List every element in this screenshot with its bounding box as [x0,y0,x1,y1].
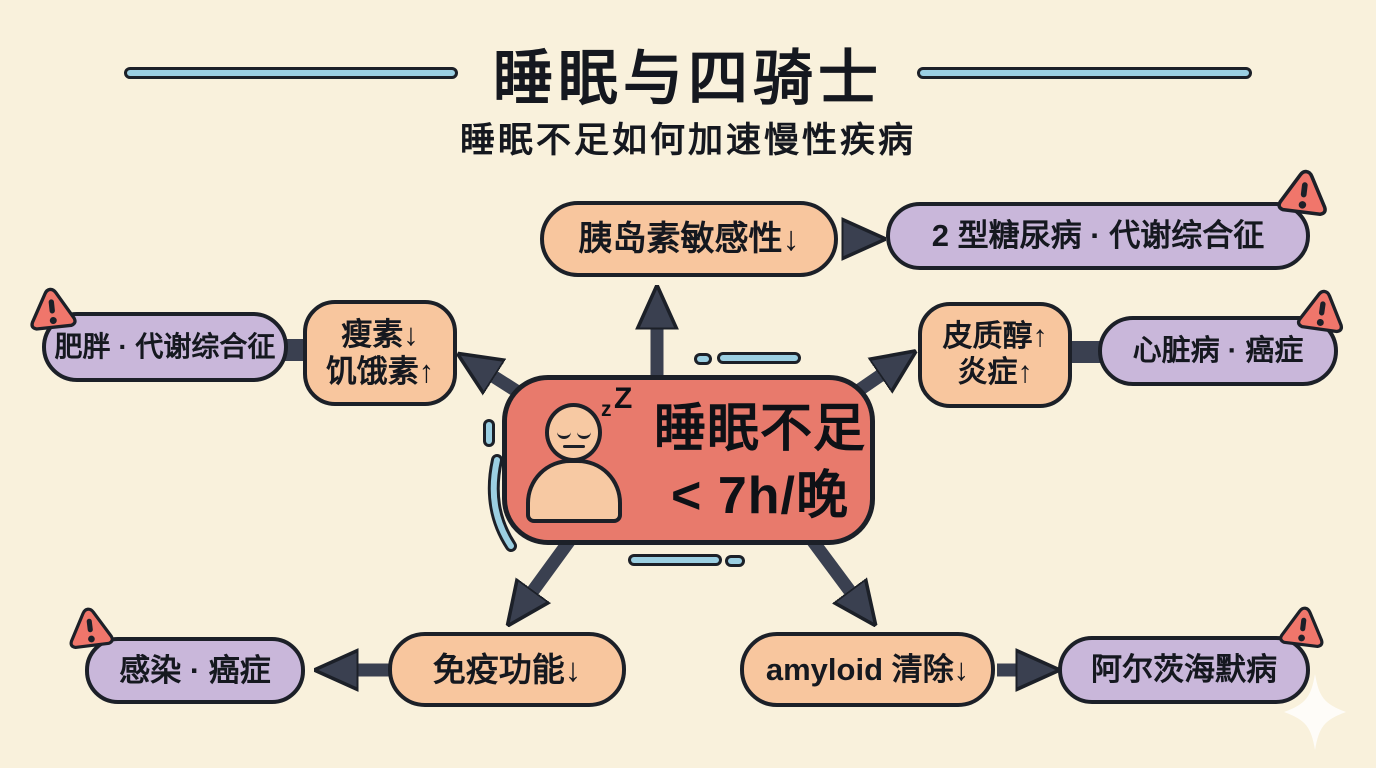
mechanism-node-insulin: 胰岛素敏感性↓ [540,201,838,277]
mechanism-label-line1: 瘦素↓ [341,316,419,352]
mechanism-label-line2: 饥饿素↑ [325,354,435,389]
mechanism-label-line1: 皮质醇↑ [942,320,1048,353]
disease-label: 心脏病 · 癌症 [1132,334,1304,367]
disease-node-alzheimer: 阿尔茨海默病 [1058,636,1310,704]
mouth-icon [563,445,585,448]
arrow-lower-right-icon [806,536,864,610]
disease-label: 阿尔茨海默病 [1091,652,1277,688]
disease-node-heart: 心脏病 · 癌症 [1098,316,1338,386]
arrow-lower-left-icon [519,536,576,610]
disease-label: 肥胖 · 代谢综合征 [54,331,276,363]
disease-node-obesity: 肥胖 · 代谢综合征 [42,312,288,382]
mechanism-node-amyloid: amyloid 清除↓ [740,632,995,707]
disease-label: 感染 · 癌症 [119,652,271,688]
disease-node-infection: 感染 · 癌症 [85,637,305,704]
closed-eye-icon [557,428,571,439]
warning-triangle-icon [69,607,114,650]
mechanism-node-cortisol: 皮质醇↑ 炎症↑ [918,302,1072,408]
sparkle-icon [1284,674,1346,750]
disease-label: 2 型糖尿病 · 代谢综合征 [931,218,1265,254]
mechanism-label: amyloid 清除↓ [765,651,970,687]
mechanism-node-immune: 免疫功能↓ [388,632,626,707]
warning-triangle-icon [1279,606,1324,649]
accent-marks [483,352,801,567]
mechanism-node-leptin: 瘦素↓ 饥饿素↑ [303,300,457,406]
mechanism-label-line2: 炎症↑ [957,356,1033,389]
page-title: 睡眠与四骑士 [493,45,883,112]
mechanism-label: 胰岛素敏感性↓ [578,219,800,258]
closed-eye-icon [577,428,591,439]
warning-triangle-icon [1277,169,1327,217]
title-accent-line-right [917,67,1252,79]
sleep-z-small: z [601,398,612,421]
title-accent-line-left [124,67,458,79]
sleeping-person-icon [526,459,622,523]
sleeping-person-face-icon [545,403,602,462]
warning-triangle-icon [1296,289,1344,334]
mechanism-label: 免疫功能↓ [432,650,582,688]
center-label-line2: < 7h/晚 [671,466,849,525]
page-subtitle: 睡眠不足如何加速慢性疾病 [459,121,916,160]
warning-triangle-icon [30,287,77,331]
center-node-label: 睡眠不足 < 7h/晚 [636,396,884,529]
disease-node-diabetes: 2 型糖尿病 · 代谢综合征 [886,202,1310,270]
sleep-z-large: Z [614,382,633,415]
center-label-line1: 睡眠不足 [653,400,866,458]
